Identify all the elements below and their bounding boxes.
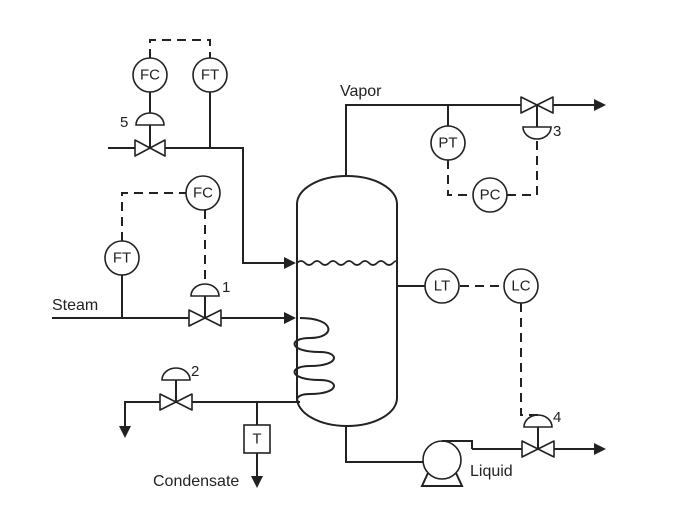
lc-bubble[interactable]: LC (503, 268, 539, 304)
control-valve-3[interactable] (520, 96, 554, 140)
condensate-line (119, 401, 300, 488)
signal-line-fc-ft-top (149, 39, 211, 58)
signal-line-pt-pc (447, 160, 473, 196)
flash-vessel (296, 175, 398, 427)
control-valve-5[interactable] (134, 112, 166, 157)
valve-2-label: 2 (191, 363, 199, 380)
valve-1-label: 1 (222, 279, 230, 296)
control-valve-2[interactable] (159, 367, 193, 411)
svg-text:T: T (252, 431, 261, 448)
signal-line-lc-valve4 (520, 303, 538, 416)
pt-bubble[interactable]: PT (430, 125, 466, 161)
heating-coil (293, 317, 335, 403)
svg-text:LC: LC (511, 278, 530, 295)
steam-trap[interactable]: T (243, 424, 271, 454)
vapor-label: Vapor (340, 83, 382, 100)
signal-line-pc-valve3 (507, 139, 538, 196)
condensate-label: Condensate (153, 473, 239, 490)
svg-text:FT: FT (113, 250, 131, 267)
svg-text:FC: FC (193, 185, 213, 202)
ft-top-bubble[interactable]: FT (192, 57, 228, 93)
steam-label: Steam (52, 297, 98, 314)
control-valve-1[interactable] (188, 283, 222, 327)
fc-steam-bubble[interactable]: FC (185, 175, 221, 211)
svg-text:PT: PT (438, 135, 457, 152)
vapor-line (345, 99, 606, 176)
liquid-pump[interactable] (420, 440, 473, 487)
steam-line (52, 275, 296, 324)
svg-text:PC: PC (480, 187, 501, 204)
valve-4-label: 4 (553, 409, 561, 426)
ft-steam-bubble[interactable]: FT (104, 240, 140, 276)
pc-bubble[interactable]: PC (472, 177, 508, 213)
svg-text:FC: FC (140, 67, 160, 84)
svg-text:FT: FT (201, 67, 219, 84)
fc-top-bubble[interactable]: FC (132, 57, 168, 93)
liquid-label: Liquid (470, 463, 513, 480)
valve-5-label: 5 (120, 114, 128, 131)
signal-line-ft-fc-steam (121, 192, 186, 241)
valve-3-label: 3 (553, 123, 561, 140)
lt-bubble[interactable]: LT (424, 268, 460, 304)
control-valve-4[interactable] (521, 414, 555, 458)
liquid-level-line (296, 260, 398, 266)
liquid-line (345, 425, 606, 463)
feed-line (108, 91, 296, 269)
svg-text:LT: LT (434, 278, 450, 295)
